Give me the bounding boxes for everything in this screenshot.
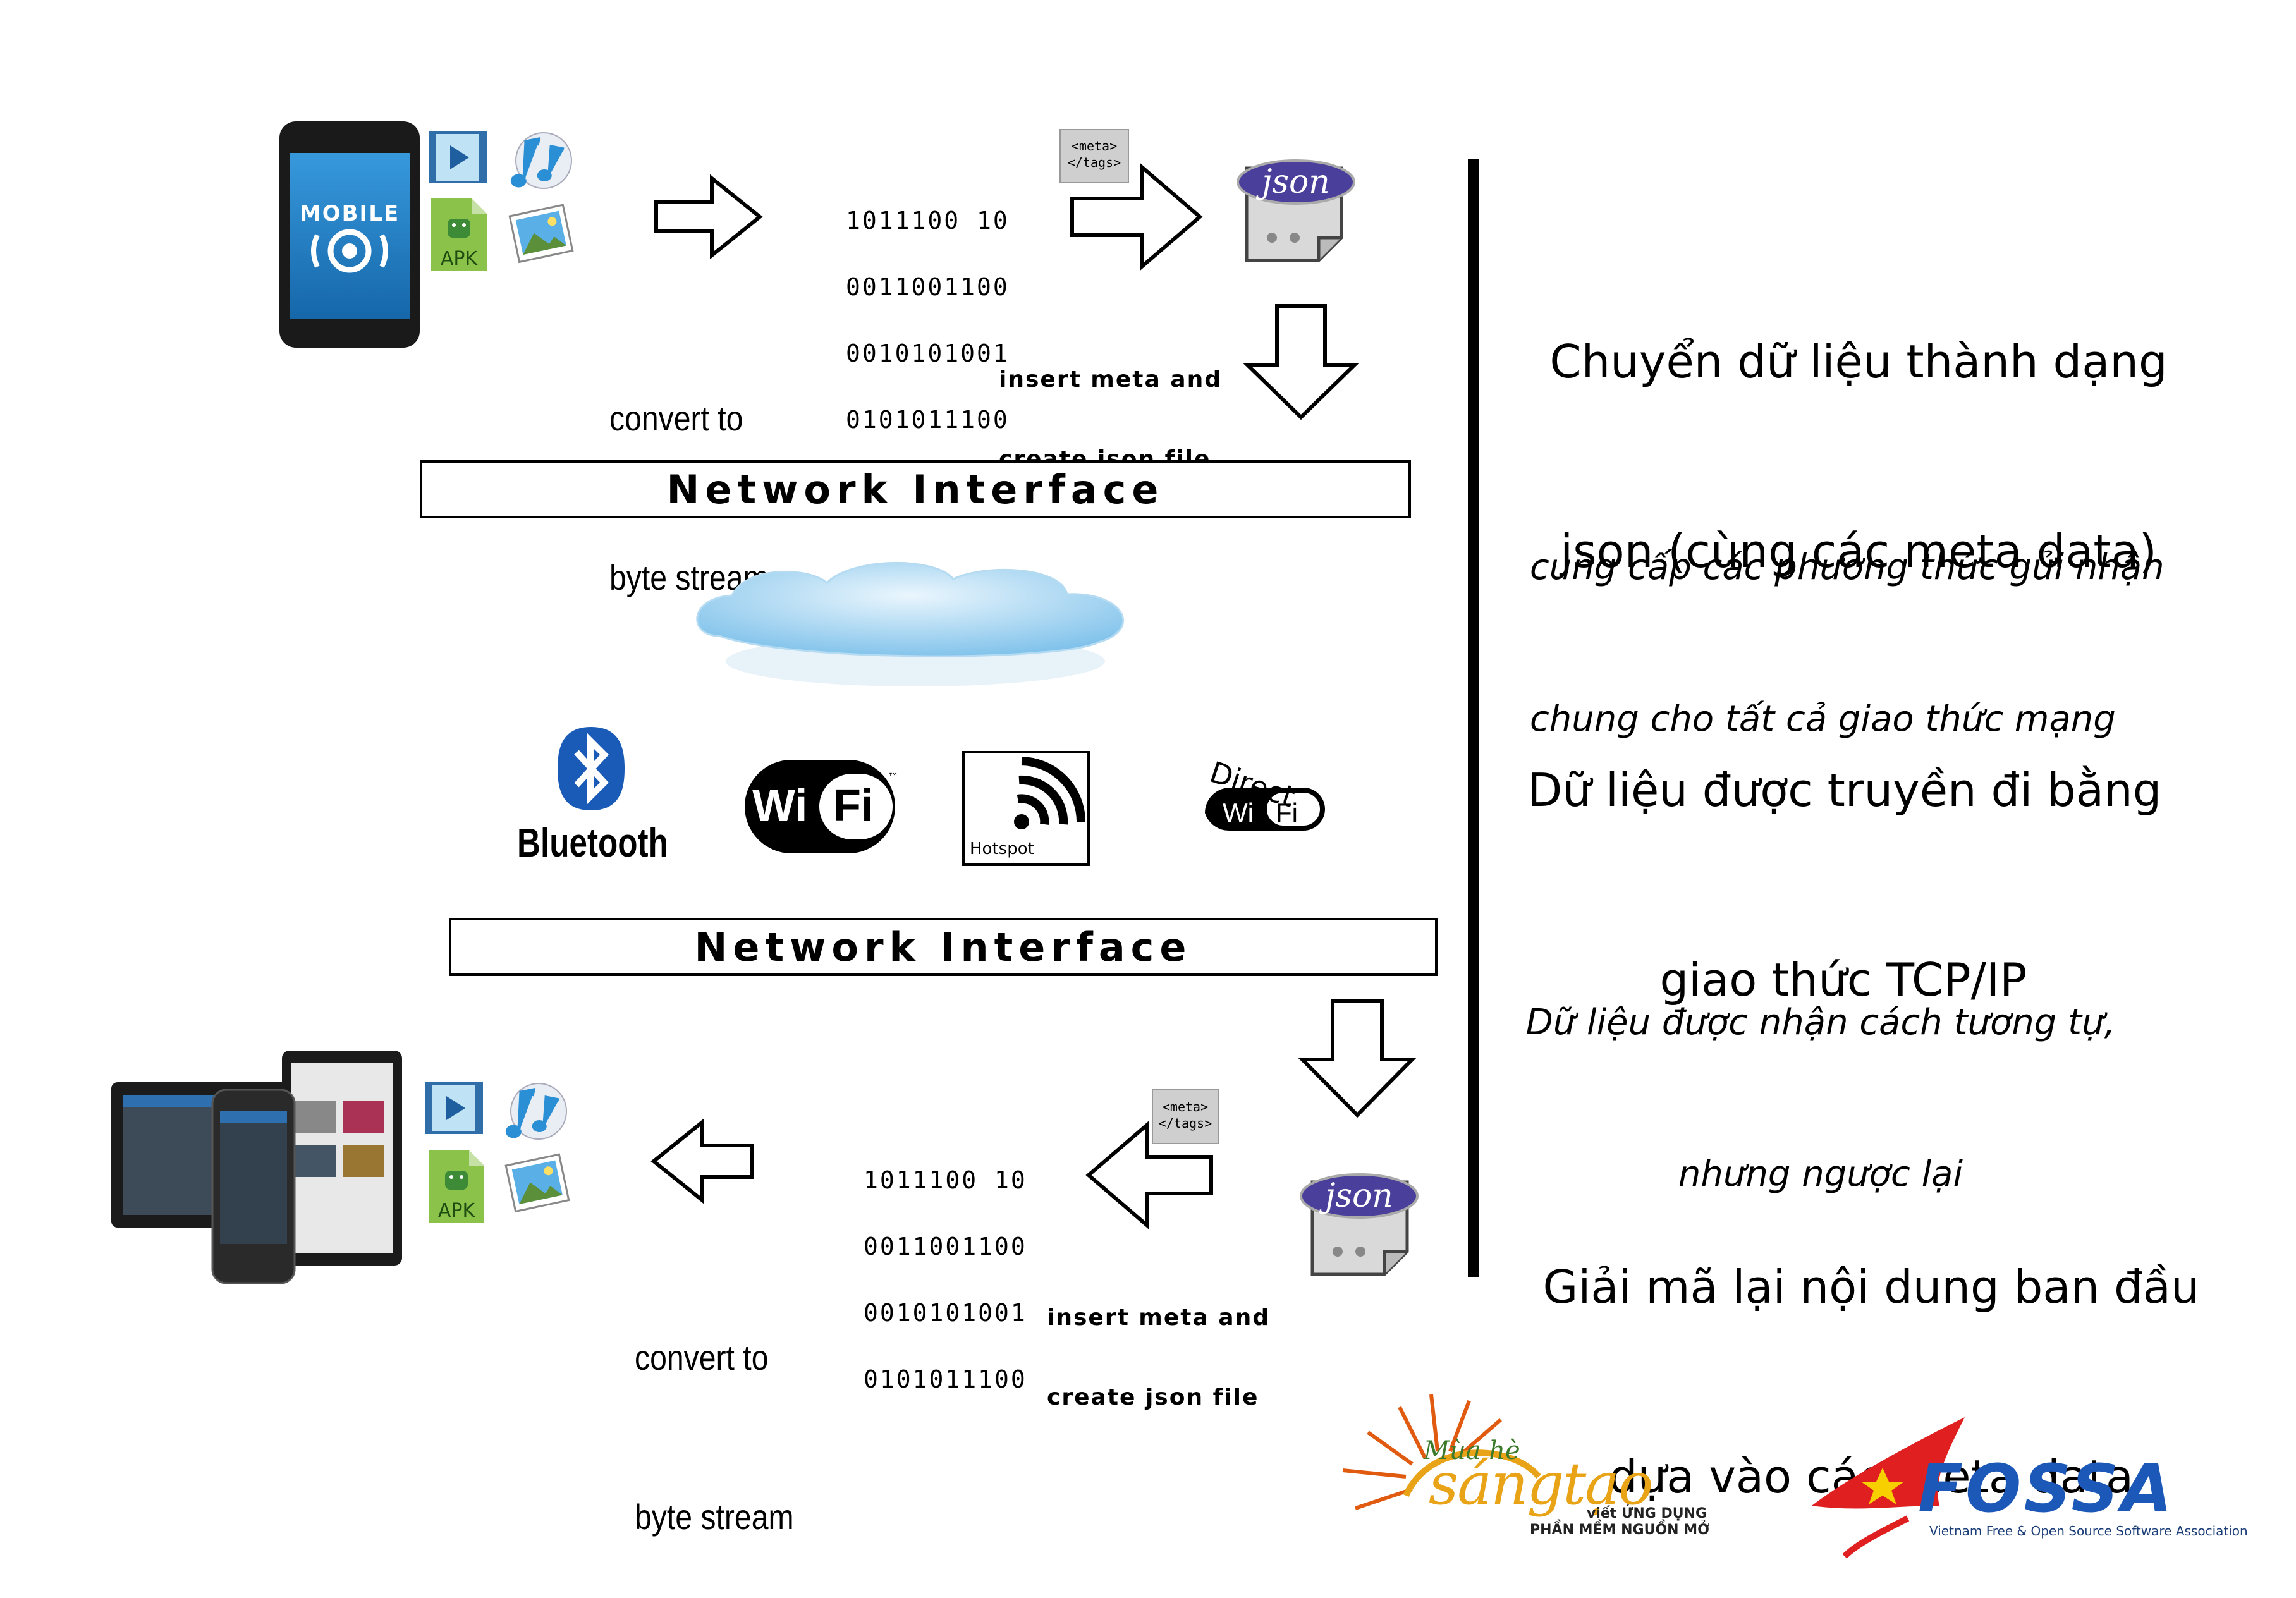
video-file-icon: [425, 1082, 483, 1134]
binary-line: 0011001100: [846, 273, 1010, 301]
binary-line: 0010101001: [864, 1299, 1027, 1327]
wifi-direct-wi: Wi: [1223, 798, 1254, 827]
fossa-subtitle: Vietnam Free & Open Source Software Asso…: [1929, 1523, 2248, 1539]
apk-label: APK: [437, 1200, 475, 1222]
binary-line: 0010101001: [846, 339, 1010, 367]
photo-file-icon: [506, 201, 579, 272]
hotspot-label: Hotspot: [970, 839, 1034, 858]
wifi-direct-fi: Fi: [1276, 798, 1298, 827]
muahe-sub1-text: viết ỨNG DỤNG: [1587, 1506, 1707, 1522]
meta-tag-icon: <meta> </tags>: [1152, 1089, 1219, 1144]
binary-line: 1011100 10: [864, 1166, 1027, 1194]
json-file-icon: [1234, 149, 1358, 268]
wifi-trademark: ™: [888, 771, 899, 784]
step3-line1: Dữ liệu được truyền đi bằng: [1527, 764, 2162, 817]
mobile-phone-image: [279, 121, 420, 348]
json-file-icon: [1297, 1163, 1421, 1282]
apk-file-icon: [430, 197, 488, 272]
arrow-right-icon: [1070, 162, 1204, 271]
network-interface-bottom: Network Interface: [449, 918, 1438, 976]
muahe-sangtao-logo: Mùa hè sángtạo viết ỨNG DỤNG PHẦN MỀM NG…: [1330, 1382, 1735, 1546]
binary-line: 0011001100: [864, 1233, 1027, 1260]
insert-caption-line1: insert meta and: [1047, 1305, 1270, 1331]
step1-line2: json (cùng các meta data): [1560, 525, 2157, 578]
fossa-logo: FOSSA Vietnam Free & Open Source Softwar…: [1807, 1411, 2248, 1563]
convert-caption-bottom: convert to byte stream: [635, 1225, 794, 1597]
step5-line2: dựa vào các meta data: [1608, 1450, 2134, 1503]
muahe-sub2-text: PHẦN MỀM NGUỒN MỞ: [1530, 1522, 1710, 1538]
step4-text: Dữ liệu được nhận cách tương tự, nhưng n…: [1505, 896, 2137, 1250]
step1-text: Chuyển dữ liệu thành dạng json (cùng các…: [1542, 204, 2175, 646]
meta-tag-close: </tags>: [1158, 1116, 1212, 1131]
bluetooth-label: Bluetooth: [517, 820, 668, 865]
step2-line1: cung cấp các phương thức gửi nhận: [1530, 547, 2165, 588]
convert-caption-line2: byte stream: [609, 558, 769, 597]
music-file-icon: [506, 130, 575, 191]
meta-tag-close: </tags>: [1067, 155, 1121, 170]
video-file-icon: [429, 131, 487, 183]
arrow-down-icon: [1243, 303, 1359, 421]
binary-stream-top: 1011100 10 0011001100 0010101001 0101011…: [846, 166, 1010, 453]
phone-screen-label: MOBILE: [299, 201, 400, 226]
convert-caption-line2: byte stream: [635, 1497, 794, 1537]
insert-caption-line1: insert meta and: [999, 367, 1222, 393]
step5-text: Giải mã lại nội dung ban đầu dựa vào các…: [1542, 1129, 2200, 1571]
arrow-left-icon: [1085, 1121, 1215, 1229]
step5-line1: Giải mã lại nội dung ban đầu: [1542, 1260, 2200, 1314]
wifi-label-wi: Wi: [752, 781, 808, 831]
photo-file-icon: [502, 1150, 575, 1221]
binary-line: 1011100 10: [846, 207, 1010, 235]
apk-file-icon: [427, 1149, 485, 1224]
cloud-icon: [681, 554, 1151, 694]
muahe-top-text: Mùa hè: [1424, 1436, 1520, 1465]
meta-tag-open: <meta>: [1162, 1099, 1209, 1114]
binary-stream-bottom: 1011100 10 0011001100 0010101001 0101011…: [864, 1125, 1027, 1413]
step2-text: cung cấp các phương thức gửi nhận chung …: [1530, 441, 2165, 795]
json-label: json: [1325, 1177, 1393, 1215]
meta-tag-icon: <meta> </tags>: [1059, 129, 1129, 183]
step2-line2: chung cho tất cả giao thức mạng: [1530, 698, 2116, 740]
vertical-divider: [1468, 159, 1479, 1277]
step3-line2: giao thức TCP/IP: [1659, 953, 2027, 1006]
step4-line1: Dữ liệu được nhận cách tương tự,: [1525, 1002, 2116, 1043]
step1-line1: Chuyển dữ liệu thành dạng: [1549, 335, 2168, 388]
convert-caption-top: convert to byte stream: [609, 286, 769, 657]
muahe-main-text: sángtạo: [1429, 1450, 1653, 1518]
wifi-label-fi: Fi: [833, 781, 874, 831]
json-label: json: [1262, 163, 1330, 201]
insert-caption-line2: create json file: [1047, 1384, 1259, 1410]
convert-caption-line1: convert to: [635, 1338, 769, 1377]
wifi-direct-logo: [1205, 756, 1326, 851]
meta-tag-open: <meta>: [1071, 138, 1118, 154]
binary-line: 0101011100: [846, 406, 1010, 434]
step4-line2: nhưng ngược lại: [1678, 1154, 1963, 1195]
arrow-left-icon: [650, 1118, 755, 1204]
network-interface-top: Network Interface: [420, 460, 1411, 518]
arrow-down-icon: [1297, 999, 1417, 1119]
insert-meta-caption-bottom: insert meta and create json file: [1047, 1252, 1270, 1437]
hotspot-icon: Hotspot: [962, 751, 1090, 866]
step3-text: Dữ liệu được truyền đi bằng giao thức TC…: [1527, 632, 2162, 1075]
fossa-text: FOSSA: [1918, 1450, 2175, 1527]
apk-label: APK: [440, 248, 478, 270]
music-file-icon: [501, 1081, 570, 1142]
bluetooth-icon: [556, 726, 626, 812]
wifi-logo: [741, 756, 899, 857]
tablet-devices-image: [111, 1051, 403, 1284]
convert-caption-line1: convert to: [609, 398, 743, 438]
binary-line: 0101011100: [864, 1365, 1027, 1393]
arrow-right-icon: [654, 174, 763, 260]
